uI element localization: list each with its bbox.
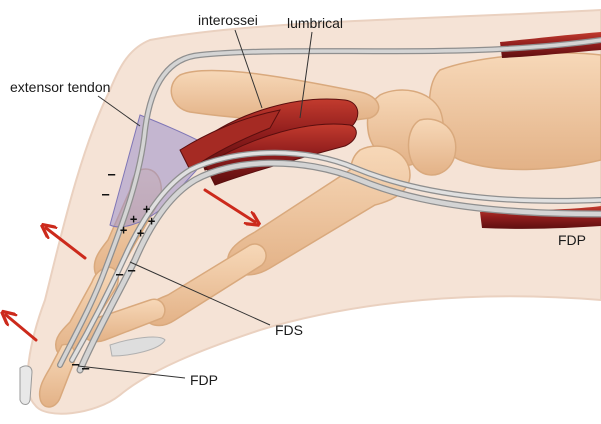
arrow-distal-phalanx <box>6 315 36 340</box>
svg-text:+: + <box>120 223 127 237</box>
svg-text:–: – <box>128 263 136 277</box>
label-fds: FDS <box>275 322 303 338</box>
svg-text:+: + <box>130 212 137 226</box>
label-fdp-bottom: FDP <box>190 372 218 388</box>
label-interossei: interossei <box>198 12 258 28</box>
svg-text:+: + <box>137 226 144 240</box>
svg-text:–: – <box>116 267 124 281</box>
fingernail <box>20 366 32 405</box>
svg-text:–: – <box>82 361 90 375</box>
label-fdp-right: FDP <box>558 232 586 248</box>
svg-text:–: – <box>72 357 80 371</box>
label-extensor-tendon: extensor tendon <box>10 79 110 95</box>
svg-text:–: – <box>102 187 110 201</box>
svg-text:–: – <box>108 167 116 181</box>
svg-text:+: + <box>148 214 155 228</box>
label-lumbrical: lumbrical <box>287 15 343 31</box>
